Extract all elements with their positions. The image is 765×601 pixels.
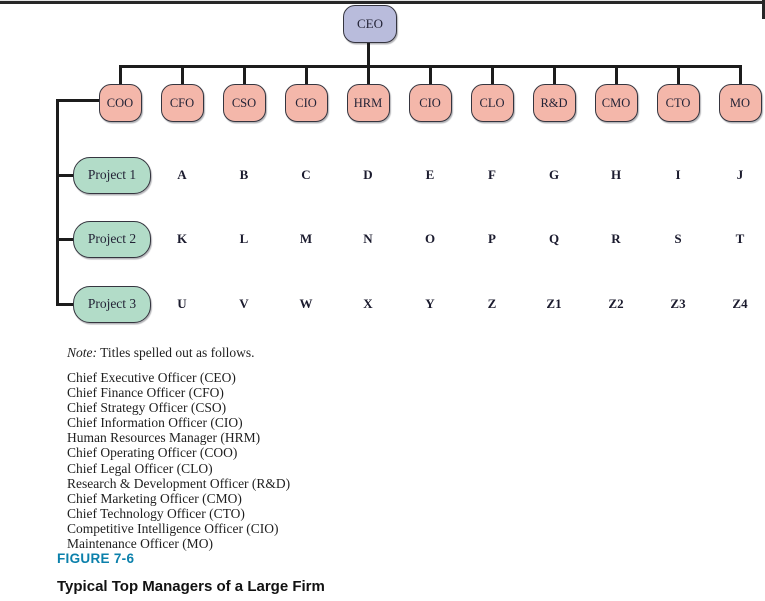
connector-bracket-vertical: [55, 98, 59, 306]
connector-ceo-drop: [367, 43, 370, 68]
member-cell: D: [363, 167, 373, 182]
org-node-officer: CTO: [656, 84, 700, 122]
page-right-rule: [762, 0, 765, 19]
member-cell: H: [610, 167, 622, 182]
connector-officer-stub: [738, 66, 742, 84]
member-cell: F: [488, 167, 496, 182]
member-cell: W: [299, 296, 313, 311]
member-cell: U: [177, 296, 187, 311]
member-cell: X: [363, 296, 373, 311]
org-node-officer: CFO: [160, 84, 204, 122]
note-line: Chief Legal Officer (CLO): [67, 460, 213, 476]
note: Note: Titles spelled out as follows.: [67, 345, 255, 361]
connector-coo-to-bracket: [55, 98, 102, 102]
connector-officer-stub: [676, 66, 680, 84]
member-cell: M: [299, 231, 313, 246]
org-node-officer: R&D: [532, 84, 576, 122]
note-line: Maintenance Officer (MO): [67, 536, 213, 552]
org-node-ceo-label: CEO: [357, 16, 383, 31]
note-line: Competitive Intelligence Officer (CIO): [67, 520, 279, 536]
org-node-ceo: CEO: [343, 5, 397, 43]
member-cell: Z: [487, 296, 497, 311]
note-prefix: Note:: [67, 345, 97, 360]
org-node-officer: MO: [718, 84, 762, 122]
connector-officer-stub: [614, 66, 618, 84]
org-node-project: Project 3: [73, 285, 151, 323]
member-cell: V: [239, 296, 249, 311]
note-line: Chief Operating Officer (COO): [67, 445, 238, 461]
note-text: Titles spelled out as follows.: [97, 345, 255, 360]
member-cell: Y: [425, 296, 435, 311]
connector-project-stub: [55, 237, 75, 241]
note-line: Chief Finance Officer (CFO): [67, 385, 224, 401]
note-line: Chief Executive Officer (CEO): [67, 370, 236, 385]
org-node-officer: CIO: [284, 84, 328, 122]
member-cell: Z4: [732, 296, 748, 311]
org-node-officer: CMO: [594, 84, 638, 122]
member-cell: G: [548, 167, 560, 182]
connector-officer-stub: [118, 66, 122, 84]
figure-title: Typical Top Managers of a Large Firm: [57, 578, 325, 595]
org-node-officer: CLO: [470, 84, 514, 122]
connector-officer-stub: [428, 66, 432, 84]
note-title-list: Chief Executive Officer (CEO)Chief Finan…: [67, 370, 290, 551]
note-line: Chief Marketing Officer (CMO): [67, 490, 242, 506]
connector-officer-stub: [242, 66, 246, 84]
note-line: Chief Technology Officer (CTO): [67, 505, 245, 521]
note-line: Human Resources Manager (HRM): [67, 430, 261, 446]
member-cell: J: [736, 167, 744, 182]
org-node-officer: CSO: [222, 84, 266, 122]
member-cell: S: [674, 231, 682, 246]
connector-officer-stub: [552, 66, 556, 84]
note-line: Chief Strategy Officer (CSO): [67, 400, 227, 416]
member-cell: Z3: [670, 296, 686, 311]
connector-project-stub: [55, 173, 75, 177]
figure-label: FIGURE 7-6: [57, 551, 135, 566]
member-cell: C: [301, 167, 311, 182]
org-node-project: Project 1: [73, 156, 151, 194]
org-node-officer: COO: [98, 84, 142, 122]
member-cell: L: [239, 231, 249, 246]
member-cell: E: [425, 167, 435, 182]
connector-officer-stub: [304, 66, 308, 84]
connector-officer-stub: [490, 66, 494, 84]
note-line: Research & Development Officer (R&D): [67, 475, 291, 491]
page-top-rule: [0, 1, 765, 4]
member-cell: T: [735, 231, 745, 246]
member-cell: B: [239, 167, 249, 182]
member-cell: R: [611, 231, 621, 246]
member-cell: Z1: [546, 296, 562, 311]
member-cell: Z2: [608, 296, 624, 311]
member-cell: P: [488, 231, 496, 246]
member-cell: N: [363, 231, 373, 246]
member-cell: K: [176, 231, 188, 246]
connector-project-stub: [55, 302, 75, 306]
member-cell: A: [177, 167, 187, 182]
note-line: Chief Information Officer (CIO): [67, 415, 243, 431]
org-node-officer: CIO: [408, 84, 452, 122]
member-cell: I: [675, 167, 681, 182]
page-top-rule-shade: [0, 0, 765, 2]
org-node-officer: HRM: [346, 84, 390, 122]
connector-officer-stub: [180, 66, 184, 84]
member-cell: Q: [548, 231, 560, 246]
connector-officer-stub: [366, 66, 370, 84]
member-cell: O: [424, 231, 436, 246]
org-node-project: Project 2: [73, 220, 151, 258]
